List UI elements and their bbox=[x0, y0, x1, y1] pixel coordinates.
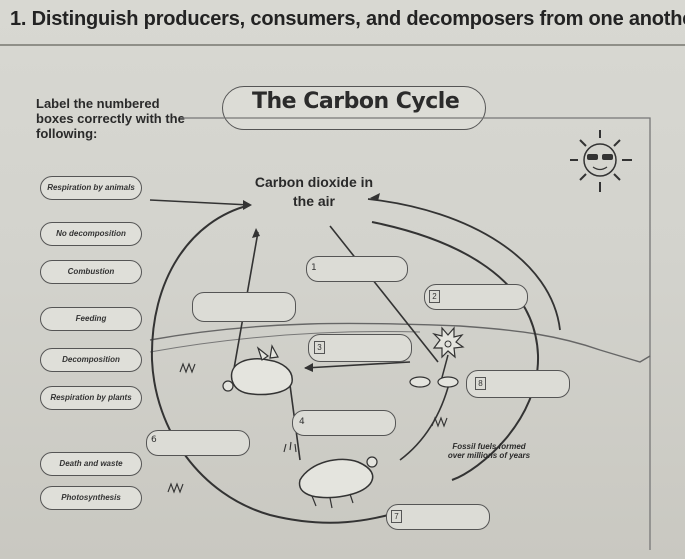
carbon-dioxide-label: Carbon dioxide in the air bbox=[254, 174, 374, 209]
grass-icon bbox=[167, 362, 448, 494]
question-title: 1. Distinguish producers, consumers, and… bbox=[10, 8, 685, 30]
fossil-fuels-label: Fossil fuels formed over millions of yea… bbox=[447, 442, 531, 460]
word-bank-item-respiration-animals[interactable]: Respiration by animals bbox=[40, 176, 142, 200]
answer-box-3[interactable]: 3 bbox=[308, 334, 412, 362]
answer-box-1[interactable]: 1 bbox=[306, 256, 408, 282]
word-bank-item-respiration-plants[interactable]: Respiration by plants bbox=[40, 386, 142, 410]
answer-box-7[interactable]: 7 bbox=[386, 504, 490, 530]
rabbit-icon bbox=[222, 344, 293, 396]
answer-box-6[interactable]: 6 bbox=[146, 430, 250, 456]
word-bank-item-no-decomposition[interactable]: No decomposition bbox=[40, 222, 142, 246]
answer-box-number: 4 bbox=[299, 417, 305, 427]
answer-box-4[interactable]: 4 bbox=[292, 410, 396, 436]
answer-box-number: 2 bbox=[429, 290, 440, 303]
answer-box-8[interactable]: 8 bbox=[466, 370, 570, 398]
word-bank-item-photosynthesis[interactable]: Photosynthesis bbox=[40, 486, 142, 510]
diagram-title: The Carbon Cycle bbox=[252, 89, 460, 114]
instructions: Label the numbered boxes correctly with … bbox=[36, 96, 185, 141]
word-bank-item-feeding[interactable]: Feeding bbox=[40, 307, 142, 331]
word-bank-item-decomposition[interactable]: Decomposition bbox=[40, 348, 142, 372]
answer-box-number: 1 bbox=[311, 263, 317, 273]
divider bbox=[0, 44, 685, 46]
answer-box-5[interactable] bbox=[192, 292, 296, 322]
answer-box-number: 6 bbox=[151, 435, 157, 445]
sun-with-sunglasses-icon bbox=[570, 130, 632, 192]
fox-icon bbox=[298, 456, 378, 509]
answer-box-2[interactable]: 2 bbox=[424, 284, 528, 310]
answer-box-number: 7 bbox=[391, 510, 402, 523]
flower-icon bbox=[409, 326, 465, 388]
word-bank-item-combustion[interactable]: Combustion bbox=[40, 260, 142, 284]
answer-box-number: 8 bbox=[475, 377, 486, 390]
answer-box-number: 3 bbox=[314, 341, 325, 354]
diagram-title-box bbox=[222, 86, 486, 130]
word-bank-item-death-and-waste[interactable]: Death and waste bbox=[40, 452, 142, 476]
